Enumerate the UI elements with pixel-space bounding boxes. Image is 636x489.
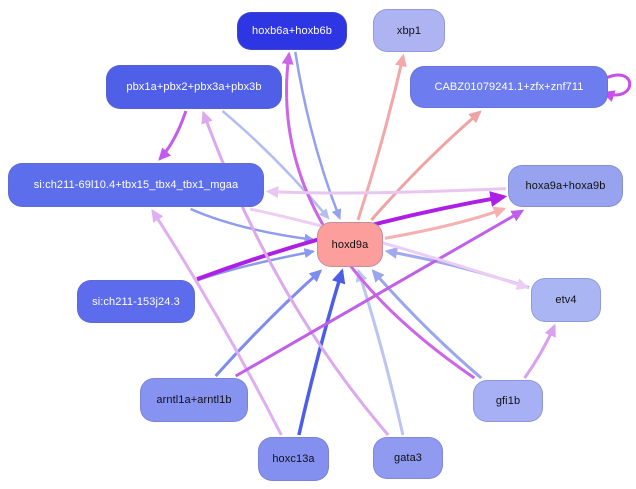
- edge-hoxd9a-hoxa9a: [384, 206, 507, 240]
- node-hoxa9a[interactable]: hoxa9a+hoxa9b: [508, 165, 623, 207]
- edge-si69-hoxd9a: [190, 207, 315, 244]
- edge-gata3-hoxd9a: [355, 268, 405, 436]
- node-si153[interactable]: si:ch211-153j24.3: [77, 280, 195, 323]
- edge-arntl-hoxa9a: [234, 209, 525, 378]
- node-label: CABZ01079241.1+zfx+znf711: [434, 81, 584, 93]
- node-label: gfi1b: [495, 395, 521, 407]
- node-label: si:ch211-153j24.3: [92, 295, 180, 308]
- node-xbp1[interactable]: xbp1: [373, 9, 445, 52]
- node-hoxd9a[interactable]: hoxd9a: [317, 222, 383, 267]
- node-gfi1b[interactable]: gfi1b: [473, 380, 543, 422]
- edge-hoxb6a-hoxd9a: [294, 51, 342, 220]
- node-hoxc13a[interactable]: hoxc13a: [258, 437, 329, 481]
- edge-hoxc13a-si69: [151, 208, 283, 436]
- node-label: hoxd9a: [331, 238, 369, 251]
- edge-hoxa9a-si69: [265, 185, 507, 198]
- edge-hoxc13a-hoxd9a: [297, 268, 346, 436]
- node-label: pbx1a+pbx2+pbx3a+pbx3b: [126, 81, 262, 93]
- edge-cabz-cabz: [601, 73, 632, 102]
- node-label: hoxc13a: [272, 453, 315, 465]
- edge-pbx-si69: [158, 110, 188, 161]
- edge-hoxd9a-cabz: [370, 110, 482, 221]
- edge-hoxd9a-xbp1: [356, 53, 407, 221]
- edge-gfi1b-etv4: [523, 323, 556, 379]
- node-etv4[interactable]: etv4: [531, 278, 601, 322]
- node-label: etv4: [555, 294, 577, 306]
- node-si69[interactable]: si:ch211-69l10.4+tbx15_tbx4_tbx1_mgaa: [8, 163, 264, 207]
- node-label: hoxa9a+hoxa9b: [525, 180, 606, 192]
- edge-pbx-hoxd9a: [221, 110, 330, 220]
- node-label: gata3: [393, 452, 423, 464]
- node-label: si:ch211-69l10.4+tbx15_tbx4_tbx1_mgaa: [33, 179, 239, 191]
- node-label: hoxb6a+hoxb6b: [252, 25, 332, 37]
- node-hoxb6a[interactable]: hoxb6a+hoxb6b: [237, 12, 347, 50]
- edge-gata3-pbx: [201, 110, 390, 436]
- edge-gfi1b-hoxd9a: [371, 269, 483, 380]
- node-arntl[interactable]: arntl1a+arntl1b: [140, 378, 248, 422]
- node-label: arntl1a+arntl1b: [156, 394, 232, 406]
- node-cabz[interactable]: CABZ01079241.1+zfx+znf711: [410, 66, 608, 108]
- edge-arntl-hoxd9a: [214, 269, 323, 378]
- node-label: xbp1: [396, 24, 422, 37]
- node-gata3[interactable]: gata3: [373, 437, 443, 479]
- node-pbx[interactable]: pbx1a+pbx2+pbx3a+pbx3b: [106, 65, 282, 109]
